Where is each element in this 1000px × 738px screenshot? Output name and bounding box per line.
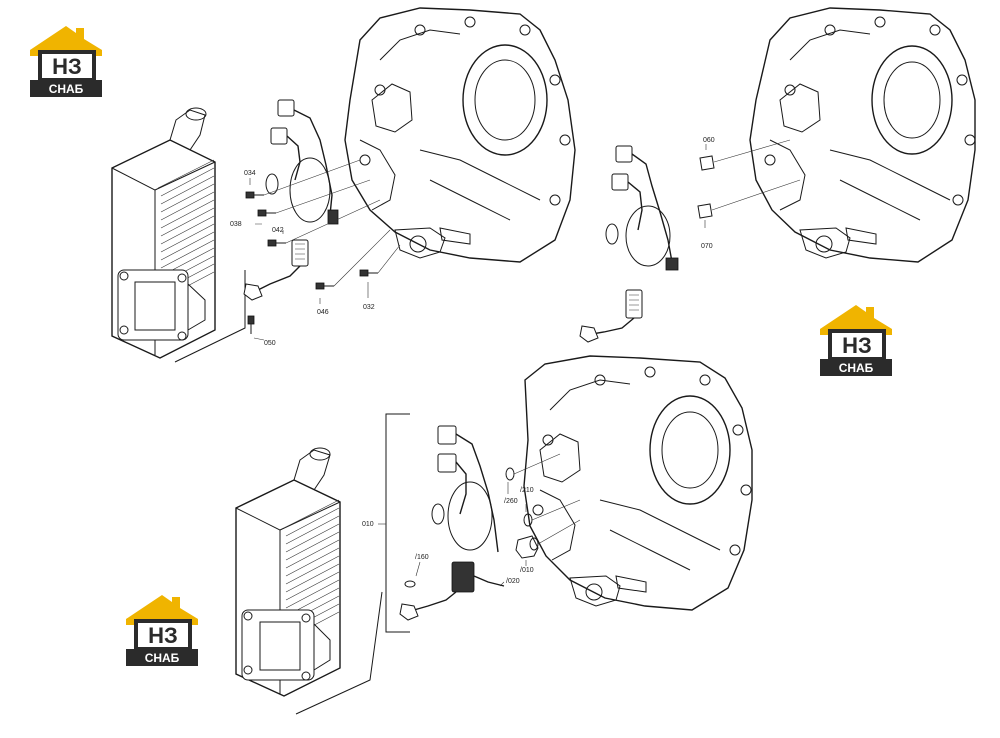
label-060: 060	[703, 137, 715, 144]
label-042: 042	[272, 227, 284, 234]
label-020: /020	[506, 578, 520, 585]
logo-right: НЗ СНАБ	[820, 305, 892, 376]
logo-word: СНАБ	[839, 361, 874, 375]
oil-cooler-top-left	[111, 107, 246, 363]
bolt-042	[267, 239, 286, 247]
logo-bottom-left: НЗ СНАБ	[126, 595, 198, 666]
logo-mark: НЗ	[52, 54, 82, 79]
bolt-038	[257, 209, 276, 217]
clip-070	[697, 203, 713, 219]
plug-010	[515, 535, 539, 559]
label-032: 032	[363, 304, 375, 311]
bolt-046	[315, 282, 334, 290]
label-260: /260	[504, 498, 518, 505]
logo-word: СНАБ	[49, 82, 84, 96]
logo-top-left: НЗ СНАБ	[30, 26, 102, 97]
wiring-harness-bottom	[399, 425, 505, 621]
label-210: /210	[520, 487, 534, 494]
label-010: 010	[362, 521, 374, 528]
label-038: 038	[230, 221, 242, 228]
oil-cooler-bottom	[235, 447, 383, 715]
label-046: 046	[317, 309, 329, 316]
bolt-050	[247, 315, 255, 334]
wiring-harness-top-right	[579, 145, 679, 343]
group-bracket-010	[385, 413, 410, 633]
bolt-034	[245, 191, 264, 199]
clip-060	[699, 155, 715, 171]
label-010b: /010	[520, 567, 534, 574]
transmission-housing-top-right	[749, 7, 976, 263]
transmission-housing-top-left	[344, 7, 576, 263]
label-050: 050	[264, 340, 276, 347]
label-034: 034	[244, 170, 256, 177]
label-160: /160	[415, 554, 429, 561]
bolt-032	[359, 269, 378, 277]
logo-mark: НЗ	[842, 333, 872, 358]
logo-mark: НЗ	[148, 623, 178, 648]
logo-word: СНАБ	[145, 651, 180, 665]
transmission-housing-bottom	[523, 355, 753, 611]
bolts-top-left	[245, 191, 378, 334]
label-070: 070	[701, 243, 713, 250]
wiring-harness-top-left	[243, 99, 339, 301]
